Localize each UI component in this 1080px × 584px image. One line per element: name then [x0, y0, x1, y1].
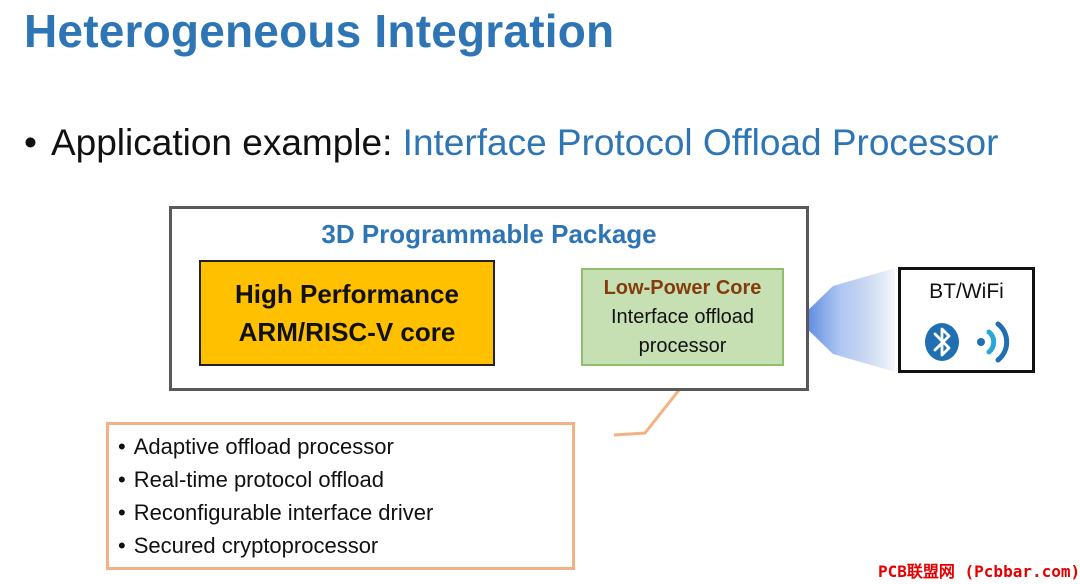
subtitle-accent: Interface Protocol Offload Processor	[402, 122, 999, 163]
subtitle-line: • Application example: Interface Protocol…	[24, 122, 998, 164]
core-line-2: ARM/RISC-V core	[238, 317, 456, 347]
bluetooth-icon	[925, 323, 959, 361]
list-item: Secured cryptoprocessor	[118, 529, 433, 562]
slide-title: Heterogeneous Integration	[24, 5, 615, 57]
watermark: PCB联盟网 (Pcbbar.com)	[878, 562, 1080, 581]
subtitle-prefix: Application example:	[50, 122, 403, 163]
core-line-1: High Performance	[235, 279, 459, 309]
package-title: 3D Programmable Package	[321, 219, 657, 249]
list-item: Real-time protocol offload	[118, 463, 433, 496]
bt-wifi-box	[898, 267, 1035, 373]
callout-line	[613, 384, 685, 437]
features-list: Adaptive offload processor Real-time pro…	[118, 430, 434, 562]
low-power-core-title: Low-Power Core	[603, 276, 762, 299]
high-performance-core-box: High Performance ARM/RISC-V core	[199, 260, 495, 366]
list-item: Reconfigurable interface driver	[118, 496, 434, 529]
wifi-signal-icon	[977, 321, 1010, 363]
list-item: Adaptive offload processor	[118, 430, 433, 463]
bt-wifi-label: BT/WiFi	[929, 280, 1004, 303]
subtitle-bullet: •	[24, 122, 37, 163]
low-power-core-line-2: processor	[638, 334, 727, 357]
signal-beam	[798, 268, 895, 372]
low-power-core-box: Low-Power Core Interface offload process…	[581, 268, 784, 366]
low-power-core-line-1: Interface offload	[610, 305, 755, 328]
